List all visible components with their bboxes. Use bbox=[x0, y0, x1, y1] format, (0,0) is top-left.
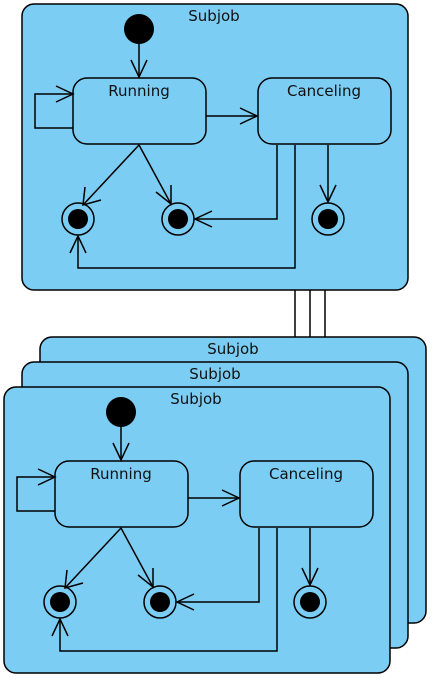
stack-front-subjob-title: Subjob bbox=[170, 390, 221, 408]
top-canceling-label: Canceling bbox=[287, 82, 361, 100]
top-subjob-title: Subjob bbox=[188, 7, 239, 25]
top-canceling-to-final-2-arrowhead bbox=[193, 210, 213, 228]
front-initial-arrowhead bbox=[112, 442, 130, 462]
top-initial-state bbox=[124, 14, 154, 44]
top-running-label: Running bbox=[108, 82, 169, 100]
stack-front-subjob bbox=[3, 386, 391, 674]
top-running-to-final-1-arrowhead bbox=[82, 186, 102, 207]
front-canceling-to-final-1 bbox=[59, 528, 278, 652]
front-running-to-final-2-arrowhead bbox=[137, 568, 154, 589]
top-running-state bbox=[72, 77, 207, 145]
front-running-state bbox=[54, 460, 189, 528]
stack-middle-subjob-title: Subjob bbox=[189, 365, 240, 383]
top-running-to-final-2 bbox=[138, 144, 172, 205]
front-running-to-final-1 bbox=[64, 527, 122, 589]
front-running-self-loop-arrowhead bbox=[37, 468, 57, 486]
front-canceling-to-final-1-arrowhead bbox=[51, 617, 69, 637]
front-canceling-to-final-2 bbox=[177, 528, 260, 603]
top-running-self-loop-arrowhead bbox=[55, 85, 75, 103]
top-initial-arrowhead bbox=[130, 59, 148, 79]
front-initial-state bbox=[106, 397, 136, 427]
front-canceling-state bbox=[239, 460, 374, 528]
top-running-to-canceling-arrowhead bbox=[239, 107, 259, 125]
front-running-self-loop bbox=[16, 476, 55, 512]
top-subjob-container bbox=[21, 3, 409, 291]
top-canceling-state bbox=[257, 77, 392, 145]
top-canceling-to-final-1 bbox=[77, 145, 296, 269]
front-running-to-final-2 bbox=[120, 527, 154, 588]
front-canceling-label: Canceling bbox=[269, 465, 343, 483]
subjob-stack: Subjob Subjob Subjob Running Canceling bbox=[3, 336, 427, 674]
front-running-to-canceling-arrowhead bbox=[221, 489, 241, 507]
front-canceling-to-final-3-arrowhead bbox=[301, 567, 319, 587]
top-subjob: Subjob Running Canceling bbox=[21, 3, 409, 291]
top-running-to-final-2-arrowhead bbox=[155, 185, 172, 206]
top-canceling-to-final-1-arrowhead bbox=[69, 234, 87, 254]
top-running-self-loop bbox=[34, 93, 73, 129]
stack-back-subjob-title: Subjob bbox=[207, 340, 258, 358]
top-canceling-to-final-2 bbox=[195, 145, 278, 220]
front-running-label: Running bbox=[90, 465, 151, 483]
top-canceling-to-final-3-arrowhead bbox=[319, 184, 337, 204]
top-running-to-final-1 bbox=[82, 144, 140, 206]
front-running-to-final-1-arrowhead bbox=[64, 569, 84, 590]
front-canceling-to-final-2-arrowhead bbox=[175, 593, 195, 611]
